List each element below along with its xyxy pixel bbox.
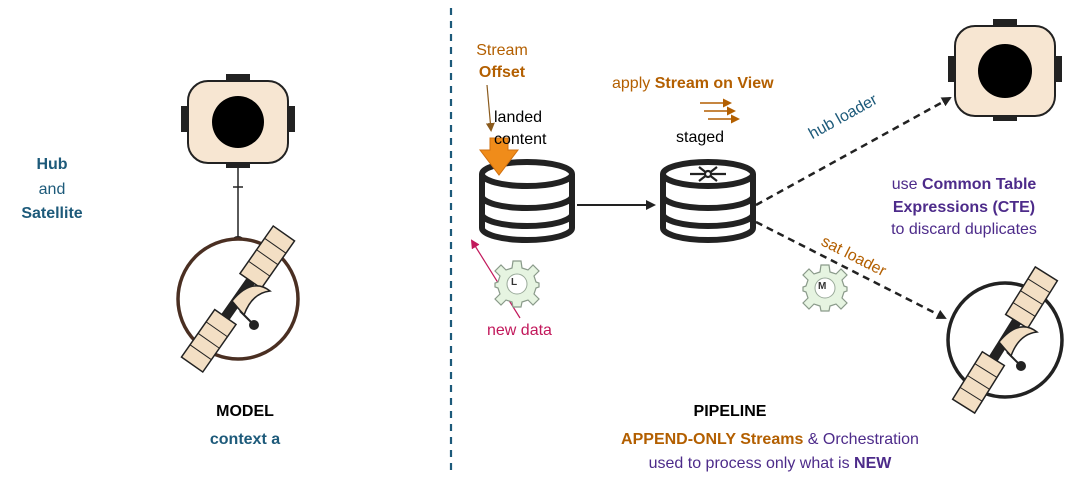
gear-label-l: L bbox=[511, 277, 518, 288]
staged-database bbox=[660, 159, 756, 243]
stream-label: Stream bbox=[476, 42, 528, 59]
satellite-word: Satellite bbox=[21, 205, 83, 222]
hub-satellite-link bbox=[232, 164, 244, 244]
pipeline-line-1: APPEND-ONLY Streams & Orchestration bbox=[621, 431, 919, 448]
pipeline-line-2: used to process only what is NEW bbox=[648, 455, 892, 472]
hub-word: Hub bbox=[36, 156, 68, 173]
hub-loader-arrow bbox=[755, 96, 952, 207]
model-title: MODEL bbox=[216, 403, 274, 420]
content-label: content bbox=[494, 131, 547, 148]
merge-gear-icon bbox=[802, 264, 848, 312]
target-hub-icon bbox=[948, 19, 1062, 121]
snowflake-icon bbox=[690, 166, 726, 182]
landed-content-database bbox=[479, 159, 575, 243]
apply-stream-label: apply Stream on View bbox=[612, 75, 774, 92]
and-word: and bbox=[38, 181, 66, 198]
new-data-arrow bbox=[470, 239, 521, 319]
satellite-icon bbox=[176, 224, 300, 374]
offset-label: Offset bbox=[478, 64, 526, 81]
cte-line-2: Expressions (CTE) bbox=[892, 199, 1036, 216]
target-satellite-icon bbox=[946, 265, 1064, 415]
hub-icon bbox=[181, 74, 295, 168]
gear-label-m: M bbox=[818, 281, 827, 292]
model-subtitle: context a bbox=[209, 431, 281, 448]
new-data-label: new data bbox=[487, 322, 552, 339]
stream-arrows-icon bbox=[700, 98, 740, 124]
loader-gear-icon bbox=[494, 260, 540, 308]
staged-label: staged bbox=[676, 129, 725, 146]
stream-offset-arrow bbox=[478, 84, 520, 176]
cte-line-3: to discard duplicates bbox=[891, 221, 1037, 238]
cte-line-1: use Common Table bbox=[891, 176, 1037, 193]
pipeline-title: PIPELINE bbox=[693, 403, 767, 420]
landed-label: landed bbox=[494, 109, 543, 126]
